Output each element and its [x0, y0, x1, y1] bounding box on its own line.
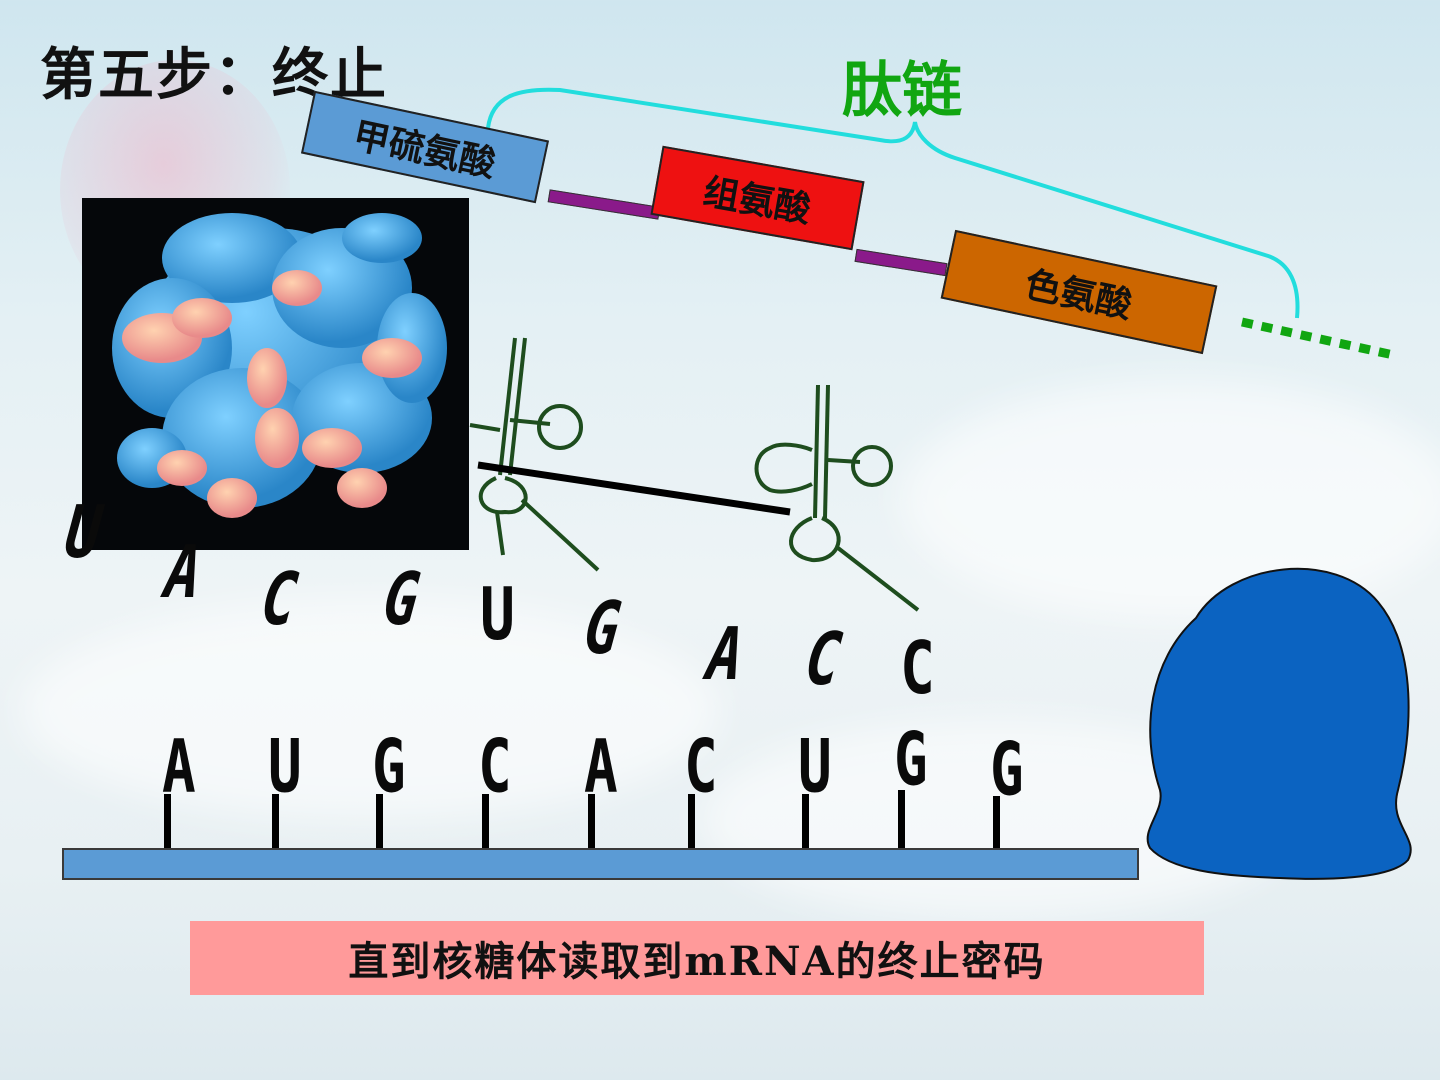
mrna-base-tick — [993, 796, 1000, 854]
caption-box: 直到核糖体读取到mRNA的终止密码 — [190, 921, 1204, 995]
background-cloud — [20, 600, 720, 820]
amino-acid-label: 组氨酸 — [700, 170, 814, 232]
peptide-continuation-dots — [1241, 317, 1399, 361]
amino-acid-label: 色氨酸 — [1021, 263, 1136, 327]
trna-2 — [754, 384, 920, 612]
mrna-base-tick — [164, 794, 171, 852]
mrna-strand — [62, 848, 1139, 880]
trna-connector — [477, 461, 791, 516]
mrna-base-tick — [376, 794, 383, 852]
mrna-base-tick — [898, 790, 905, 848]
mrna-base-tick — [482, 794, 489, 852]
protein-molecule-drawing — [112, 213, 447, 518]
mrna-base-tick — [688, 794, 695, 852]
anticodon-letter: U — [480, 571, 515, 657]
caption-text: 直到核糖体读取到mRNA的终止密码 — [348, 938, 1046, 985]
codon-letter: G — [894, 718, 928, 803]
peptide-chain-label: 肽链 — [842, 56, 962, 126]
protein-molecule-image — [82, 198, 469, 550]
anticodon-letter: C — [900, 625, 935, 711]
ribosome — [1146, 567, 1412, 880]
peptide-brace — [486, 87, 1300, 319]
trna-1 — [469, 337, 600, 572]
mrna-base-tick — [272, 794, 279, 852]
mrna-base-tick — [802, 794, 809, 852]
mrna-base-tick — [588, 794, 595, 852]
